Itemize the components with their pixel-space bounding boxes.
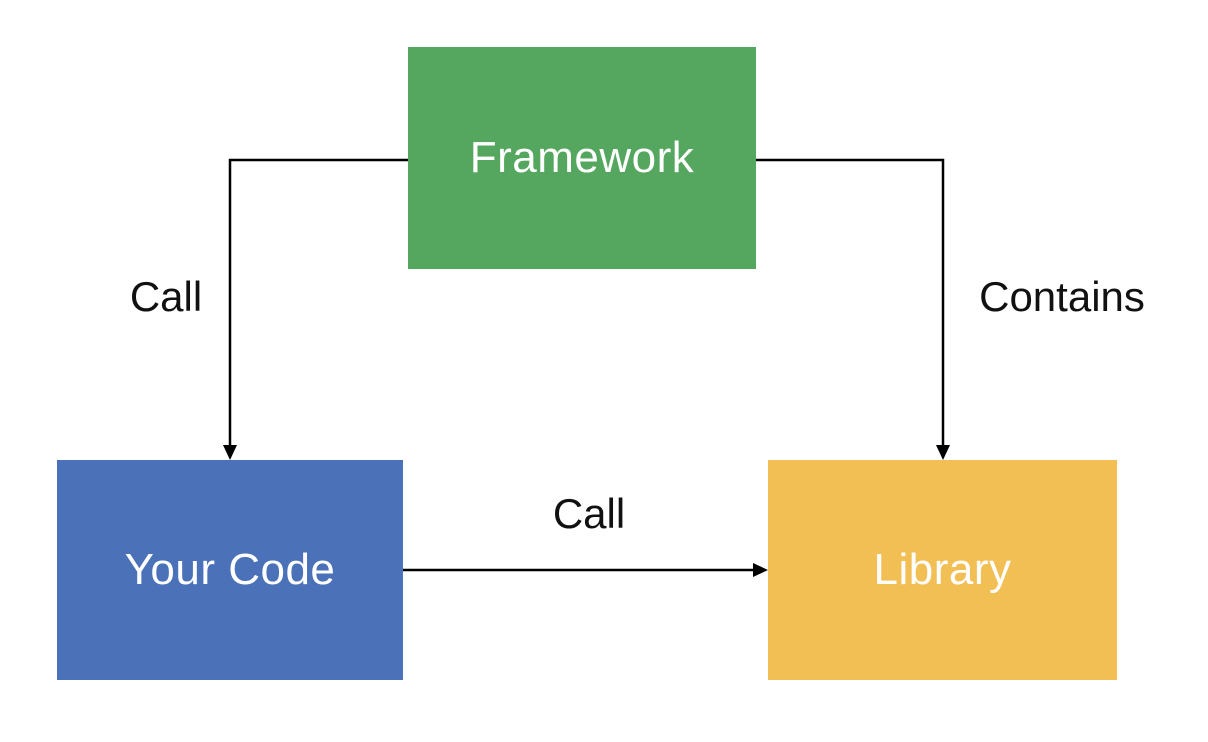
node-your-code[interactable]: Your Code [57,460,403,680]
edge-label-framework-to-your-code: Call [129,273,203,320]
arrow-framework-to-library [756,158,950,460]
arrow-your-code-to-library [403,563,768,577]
node-framework-label: Framework [469,133,695,182]
node-framework[interactable]: Framework [408,47,756,269]
edge-label-your-code-to-library: Call [552,490,626,537]
node-your-code-label: Your Code [124,545,336,594]
node-library[interactable]: Library [768,460,1117,680]
edge-label-framework-to-library: Contains [979,273,1145,320]
node-library-label: Library [873,545,1012,594]
arrow-framework-to-your-code [223,158,408,460]
